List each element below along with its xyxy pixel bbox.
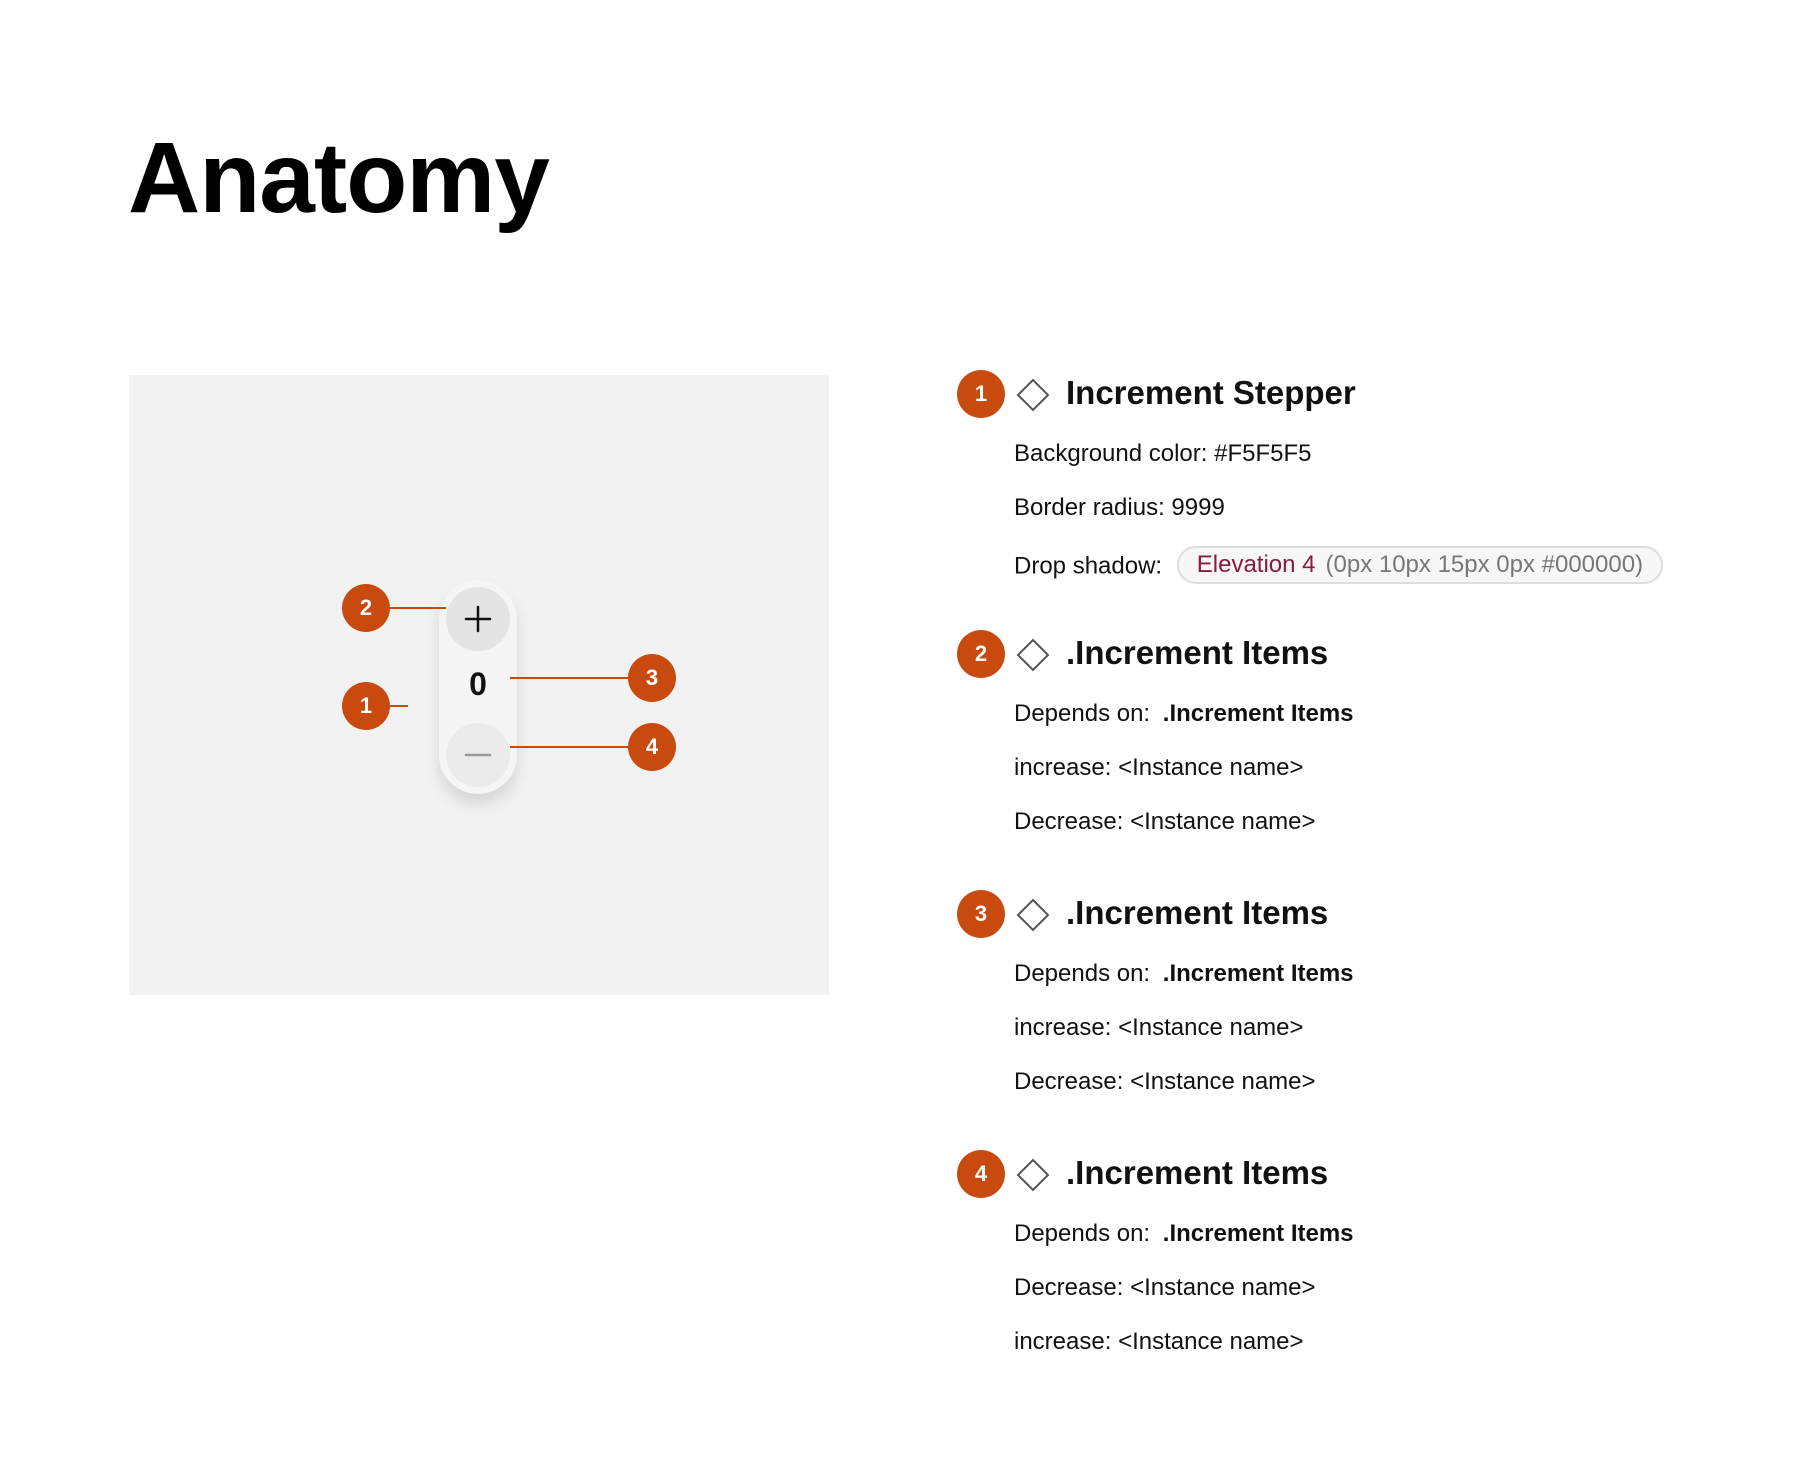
prop-label: Drop shadow: [1014,552,1163,580]
prop-value: <Instance name> [1118,754,1304,781]
callout-4-leader [510,746,628,748]
spec-number: 4 [957,1150,1005,1198]
depends-on-row: Depends on: .Increment Items [1014,1220,1354,1248]
spec-title: Increment Stepper [1066,374,1356,411]
prop-value: .Increment Items [1162,1220,1354,1247]
diamond-outline-icon [1016,378,1050,412]
callout-2-leader [390,607,446,609]
spec-increment-items-4: 4 .Increment Items Depends on: .Incremen… [957,1150,1737,1355]
prop-label: Depends on: [1014,1220,1151,1247]
callout-1: 1 [342,682,390,730]
anatomy-preview: 0 2 1 3 4 [129,375,829,995]
spec-title: .Increment Items [1066,1154,1329,1191]
depends-on-row: Depends on: .Increment Items [1014,700,1354,728]
callout-3-leader [510,677,628,679]
stepper-value: 0 [469,666,487,702]
increase-button[interactable] [446,587,510,651]
prop-value: <Instance name> [1130,1068,1316,1095]
prop-label: Decrease: [1014,1274,1124,1301]
token-value: (0px 10px 15px 0px #000000) [1325,551,1644,578]
elevation-token-chip[interactable]: Elevation 4 (0px 10px 15px 0px #000000) [1176,546,1664,584]
prop-value: <Instance name> [1130,1274,1316,1301]
decrease-row: Decrease: <Instance name> [1014,1068,1316,1096]
prop-label: increase: [1014,1328,1112,1355]
diamond-outline-icon [1016,638,1050,672]
prop-value: 9999 [1171,494,1225,521]
spec-title: .Increment Items [1066,894,1329,931]
token-name: Elevation 4 [1196,551,1316,578]
prop-label: Depends on: [1014,960,1151,987]
increment-stepper: 0 [439,580,517,794]
prop-label: Background color: [1014,440,1208,467]
border-radius-row: Border radius: 9999 [1014,494,1225,522]
diamond-outline-icon [1016,898,1050,932]
prop-value: <Instance name> [1130,808,1316,835]
decrease-button[interactable] [446,723,510,787]
increase-row: increase: <Instance name> [1014,1014,1304,1042]
decrease-row: Decrease: <Instance name> [1014,808,1316,836]
background-color-row: Background color: #F5F5F5 [1014,440,1312,468]
drop-shadow-row: Drop shadow: Elevation 4 (0px 10px 15px 0… [1014,546,1664,586]
prop-value: <Instance name> [1118,1014,1304,1041]
spec-number: 2 [957,630,1005,678]
callout-3: 3 [628,654,676,702]
callout-4: 4 [628,723,676,771]
increase-row: increase: <Instance name> [1014,754,1304,782]
prop-label: Decrease: [1014,808,1124,835]
spec-title: .Increment Items [1066,634,1329,671]
spec-number: 1 [957,370,1005,418]
depends-on-row: Depends on: .Increment Items [1014,960,1354,988]
spec-increment-items-2: 2 .Increment Items Depends on: .Incremen… [957,630,1737,835]
callout-2: 2 [342,584,390,632]
prop-label: Border radius: [1014,494,1165,521]
prop-label: increase: [1014,754,1112,781]
minus-icon [464,753,492,757]
prop-value: .Increment Items [1162,700,1354,727]
prop-label: Depends on: [1014,700,1151,727]
prop-label: increase: [1014,1014,1112,1041]
spec-increment-items-3: 3 .Increment Items Depends on: .Incremen… [957,890,1737,1095]
diamond-outline-icon [1016,1158,1050,1192]
prop-label: Decrease: [1014,1068,1124,1095]
prop-value: <Instance name> [1118,1328,1304,1355]
increase-row: increase: <Instance name> [1014,1328,1304,1356]
prop-value: #F5F5F5 [1214,440,1312,467]
decrease-row: Decrease: <Instance name> [1014,1274,1316,1302]
page-title: Anatomy [128,122,550,234]
plus-icon [464,605,492,633]
spec-increment-stepper: 1 Increment Stepper Background color: #F… [957,370,1737,584]
spec-number: 3 [957,890,1005,938]
prop-value: .Increment Items [1162,960,1354,987]
callout-1-leader [390,705,408,707]
